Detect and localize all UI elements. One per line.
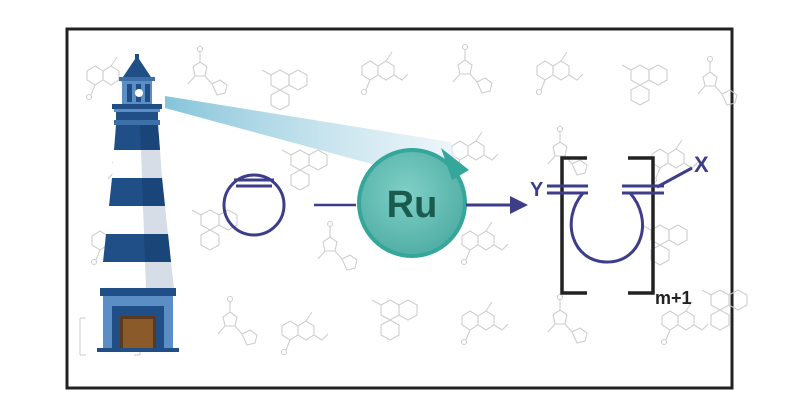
cyclic-olefin-icon (222, 173, 286, 237)
polymer-repeat-unit-icon (547, 156, 693, 295)
repeat-subscript: m+1 (655, 288, 692, 308)
reaction-arrow-icon (466, 196, 528, 214)
lighthouse-icon (97, 54, 179, 352)
catalyst-label: Ru (387, 184, 438, 226)
ruthenium-catalyst-icon: Ru (357, 148, 467, 258)
end-group-x: X (694, 152, 709, 177)
end-group-y: Y (530, 179, 544, 201)
rotation-arrow-icon (441, 148, 469, 180)
